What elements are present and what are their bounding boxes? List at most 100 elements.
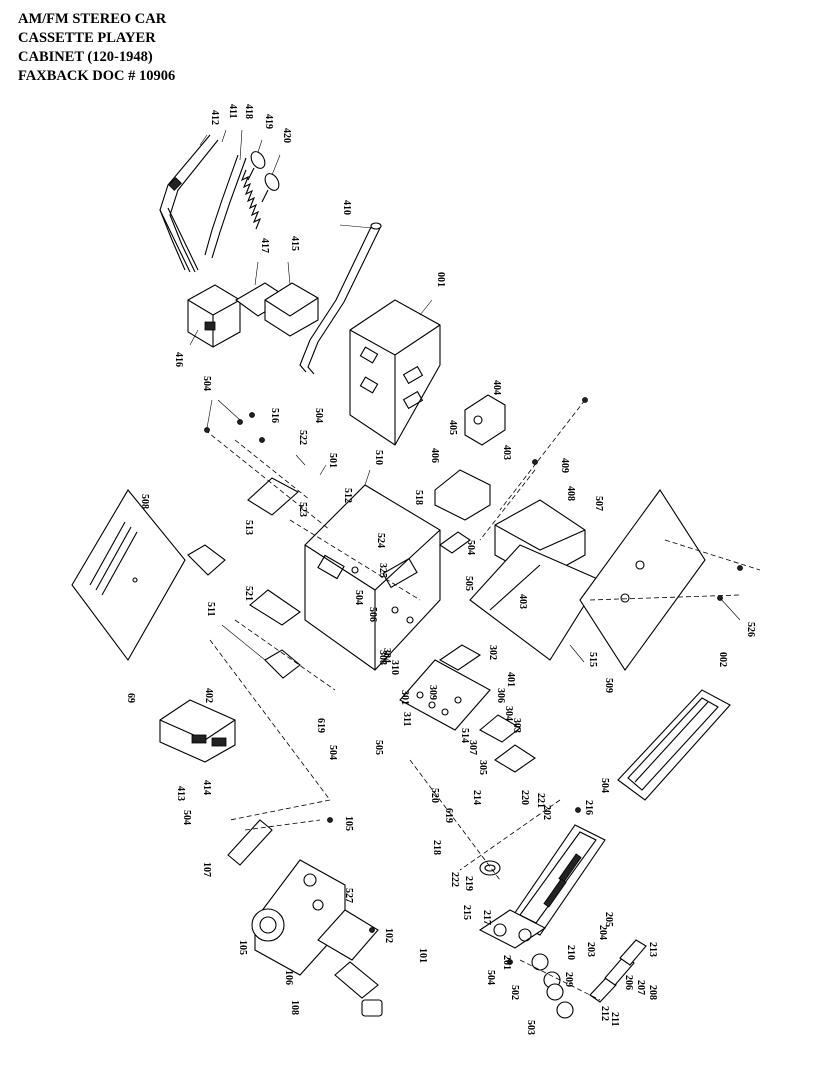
part-label: 504 [181, 810, 192, 825]
part-label: 520 [429, 788, 440, 803]
part-label: 418 [243, 104, 254, 119]
part-label: 420 [281, 128, 292, 143]
part-label: 510 [373, 450, 384, 465]
part-label: 504 [485, 970, 496, 985]
part-label: 202 [541, 805, 552, 820]
part-label: 504 [327, 745, 338, 760]
part-label: 214 [471, 790, 482, 805]
part-label: 105 [237, 940, 248, 955]
part-label: 619 [443, 808, 454, 823]
part-label: 219 [463, 876, 474, 891]
pcb-304-group [479, 714, 536, 773]
coil-cable-418 [240, 169, 262, 230]
part-label: 213 [647, 942, 658, 957]
part-label: 306 [495, 688, 506, 703]
part-label: 504 [353, 590, 364, 605]
title-block: AM/FM STEREO CAR CASSETTE PLAYER CABINET… [18, 10, 175, 86]
part-label: 415 [289, 236, 300, 251]
part-label: 410 [341, 200, 352, 215]
part-label: 502 [509, 985, 520, 1000]
part-label: 307 [467, 740, 478, 755]
part-label: 101 [417, 948, 428, 963]
part-label: 504 [465, 540, 476, 555]
rear-chassis-001 [349, 299, 441, 446]
part-label: 412 [209, 110, 220, 125]
part-label: 105 [343, 816, 354, 831]
part-label: 204 [597, 925, 608, 940]
part-label: 504 [599, 778, 610, 793]
part-label: 507 [593, 496, 604, 511]
bracket-415 [264, 282, 319, 337]
part-label: 416 [173, 352, 184, 367]
bracket-106 [317, 909, 379, 961]
part-label: 516 [269, 408, 280, 423]
part-label: 107 [201, 862, 212, 877]
part-label: 403 [517, 594, 528, 609]
part-label: 514 [459, 728, 470, 743]
part-label: 201 [501, 955, 512, 970]
front-panel-frame-002 [617, 689, 731, 801]
pcb-302-group [399, 644, 491, 731]
part-label: 210 [565, 945, 576, 960]
title-line: CASSETTE PLAYER [18, 30, 156, 46]
part-label: 402 [203, 688, 214, 703]
part-label-layer: 412 411 418 419 420 410 417 415 416 001 … [125, 104, 756, 1035]
title-line: FAXBACK DOC # 10906 [18, 68, 176, 84]
part-label: 221 [535, 793, 546, 808]
part-label: 310 [389, 660, 400, 675]
part-label: 508 [139, 494, 150, 509]
knob-219 [479, 860, 501, 876]
part-label: 501 [327, 453, 338, 468]
part-label: 220 [519, 790, 530, 805]
tape-deck-402 [159, 699, 236, 763]
part-label: 106 [283, 970, 294, 985]
knobs-503 [546, 983, 574, 1019]
part-label: 218 [431, 840, 442, 855]
part-label: 509 [603, 678, 614, 693]
screws [204, 397, 743, 965]
part-label: 216 [583, 800, 594, 815]
part-label: 505 [373, 740, 384, 755]
part-label: 518 [413, 490, 424, 505]
part-label: 303 [511, 718, 522, 733]
part-label: 305 [477, 760, 488, 775]
title-line: CABINET (120-1948) [18, 49, 153, 65]
plug-419 [247, 151, 266, 181]
part-label: 203 [585, 942, 596, 957]
part-label: 406 [429, 448, 440, 463]
bracket-511 [187, 544, 301, 679]
part-label: 419 [263, 114, 274, 129]
part-label: 503 [525, 1020, 536, 1035]
part-label: 413 [175, 786, 186, 801]
part-label: 205 [603, 912, 614, 927]
main-chassis-510 [304, 484, 441, 671]
part-label: 309 [427, 685, 438, 700]
part-label: 304 [381, 648, 392, 663]
small-bracket-505 [439, 531, 471, 554]
pcb-401 [469, 544, 601, 661]
part-label: 325 [377, 563, 388, 578]
part-label: 404 [491, 380, 502, 395]
part-label: 211 [609, 1012, 620, 1026]
part-label: 208 [647, 985, 658, 1000]
part-label: 212 [599, 1006, 610, 1021]
side-panel-508 [71, 489, 186, 662]
part-label: 511 [205, 602, 216, 616]
part-label: 002 [717, 652, 728, 667]
part-label: 302 [487, 645, 498, 660]
bezel-217 [478, 909, 547, 949]
part-label: 001 [435, 272, 446, 287]
part-label: 417 [259, 238, 270, 253]
part-label: 69 [125, 693, 136, 703]
part-label: 515 [587, 652, 598, 667]
cylinder-101 [361, 999, 383, 1017]
part-label: 304 [503, 706, 514, 721]
part-label: 411 [227, 104, 238, 118]
part-label: 522 [297, 430, 308, 445]
part-label: 308 [377, 650, 388, 665]
cable-set [159, 134, 280, 273]
part-label: 524 [375, 533, 386, 548]
plug-420 [261, 173, 280, 203]
part-label: 504 [313, 408, 324, 423]
assembly-lines [204, 399, 761, 1001]
